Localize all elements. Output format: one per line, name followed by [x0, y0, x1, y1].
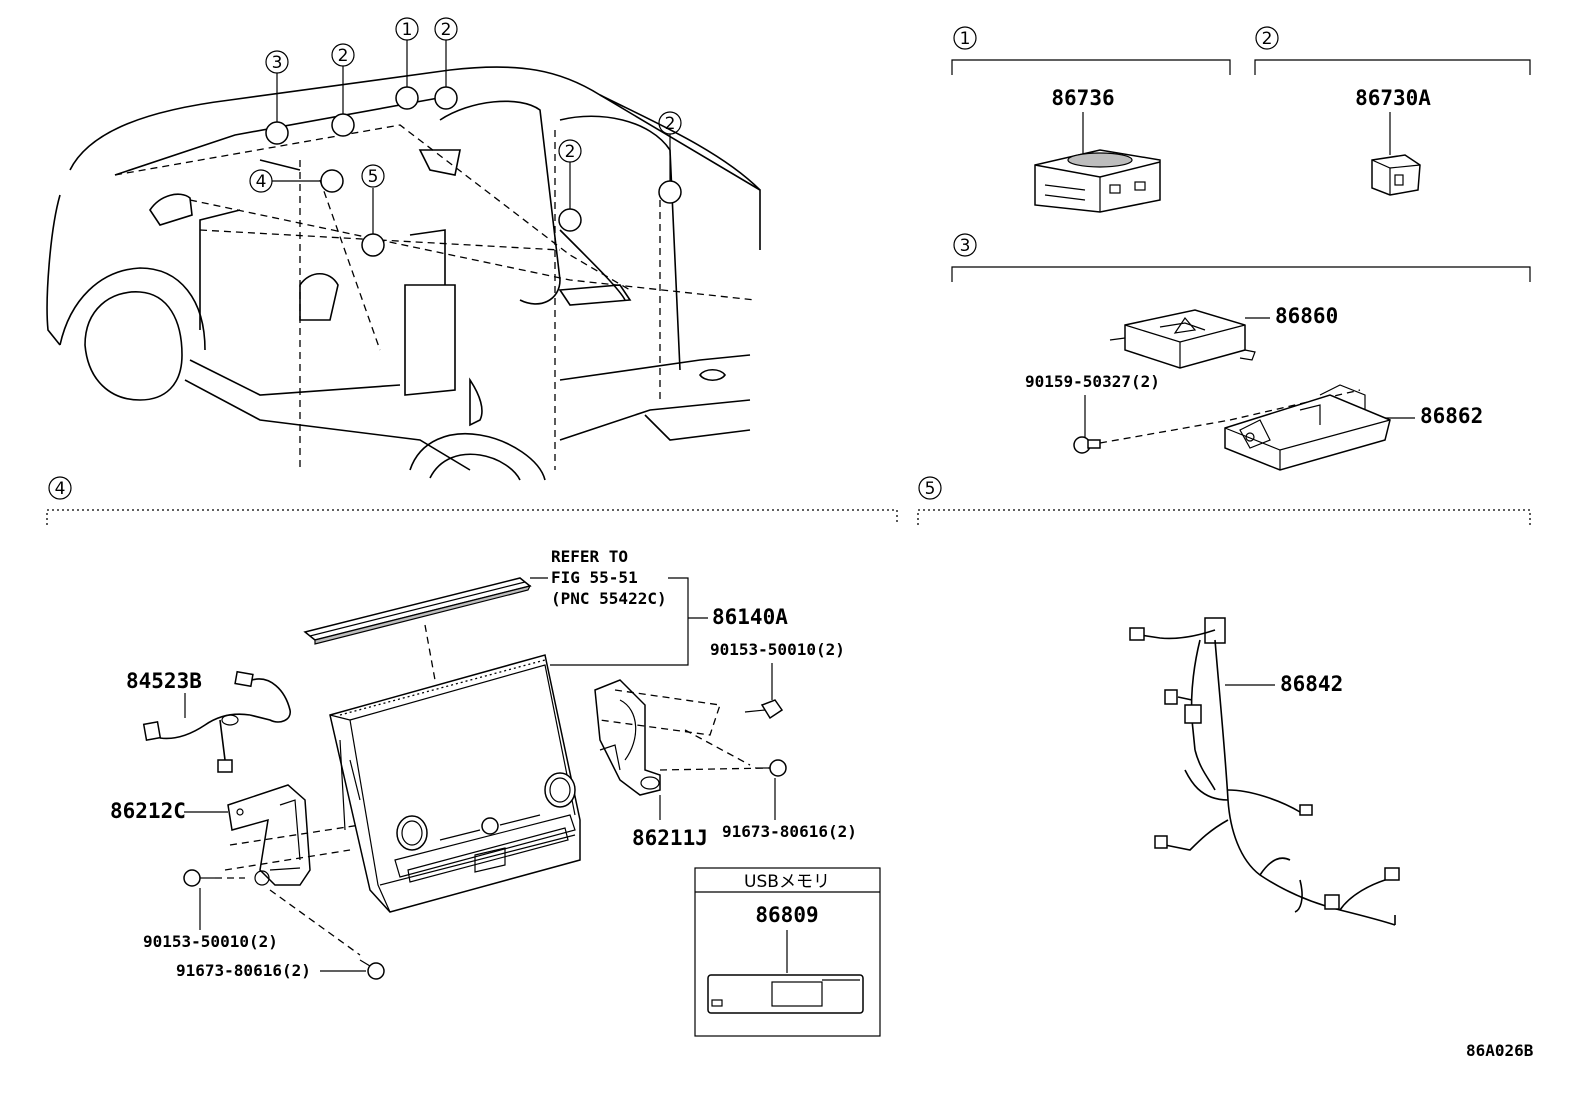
bracket-86211J	[594, 679, 661, 796]
head-unit-86140A	[329, 654, 581, 913]
callout-2: 2	[338, 46, 349, 66]
wire-harness-86842	[1129, 617, 1400, 926]
part-86860-label: 86860	[1275, 304, 1338, 328]
usb-stick-86809	[707, 974, 864, 1014]
vehicle-illustration	[46, 66, 761, 481]
usb-box-title: USBメモリ	[744, 872, 830, 892]
figure-code: 86A026B	[1466, 1041, 1534, 1060]
car-callouts: 3 2 1 2 4 5 2 2	[249, 17, 682, 193]
refer-line2: FIG 55-51	[551, 568, 638, 587]
section-1: 1 86736	[951, 26, 1231, 213]
location-markers	[265, 40, 682, 257]
screw-91673-right	[755, 759, 787, 777]
section-3: 3 86860 90159-50327(2)	[951, 233, 1531, 471]
section-2-number: 2	[1262, 29, 1273, 49]
section-1-number: 1	[960, 29, 971, 49]
part-86736-label: 86736	[1051, 86, 1114, 110]
section-5-number: 5	[925, 479, 936, 499]
part-86809-label: 86809	[755, 903, 818, 927]
bolt-90159	[1073, 436, 1101, 454]
callout-2: 2	[441, 20, 452, 40]
screw-90153-left	[183, 869, 215, 887]
refer-line1: REFER TO	[551, 547, 628, 566]
section-3-number: 3	[960, 236, 971, 256]
callout-2: 2	[565, 142, 576, 162]
part-84523B-label: 84523B	[126, 669, 202, 693]
section-2: 2 86730A	[1254, 26, 1531, 196]
part-86140A-label: 86140A	[712, 605, 788, 629]
callout-5: 5	[368, 167, 379, 187]
callout-3: 3	[272, 53, 283, 73]
sensor-86730A	[1371, 154, 1421, 196]
part-90159-label: 90159-50327(2)	[1025, 372, 1160, 391]
part-86730A-label: 86730A	[1355, 86, 1431, 110]
callout-2: 2	[665, 114, 676, 134]
sensor-86736	[1034, 149, 1161, 213]
part-86862-label: 86862	[1420, 404, 1483, 428]
screw-90153-right	[744, 699, 784, 720]
section-4-number: 4	[55, 479, 66, 499]
callout-4: 4	[256, 172, 267, 192]
harness-84523B	[142, 670, 291, 773]
refer-line3: (PNC 55422C)	[551, 589, 667, 608]
callout-1: 1	[402, 20, 413, 40]
bracket-86862	[1224, 384, 1391, 471]
part-91673a-label: 91673-80616(2)	[722, 822, 857, 841]
part-91673b-label: 91673-80616(2)	[176, 961, 311, 980]
part-90153a-label: 90153-50010(2)	[710, 640, 845, 659]
ecu-86860	[1109, 309, 1256, 369]
part-86842-label: 86842	[1280, 672, 1343, 696]
usb-memory-box: USBメモリ 86809	[694, 867, 881, 1037]
part-86212C-label: 86212C	[110, 799, 186, 823]
bracket-86212C	[227, 784, 311, 886]
section-4: 4 REFER TO FIG 55-51 (PNC 55422C) 86140A	[46, 476, 898, 1037]
section-5: 5 86842	[917, 476, 1531, 926]
trim-strip	[303, 577, 532, 645]
part-90153b-label: 90153-50010(2)	[143, 932, 278, 951]
screw-91673-left	[359, 959, 385, 980]
part-86211J-label: 86211J	[632, 826, 708, 850]
